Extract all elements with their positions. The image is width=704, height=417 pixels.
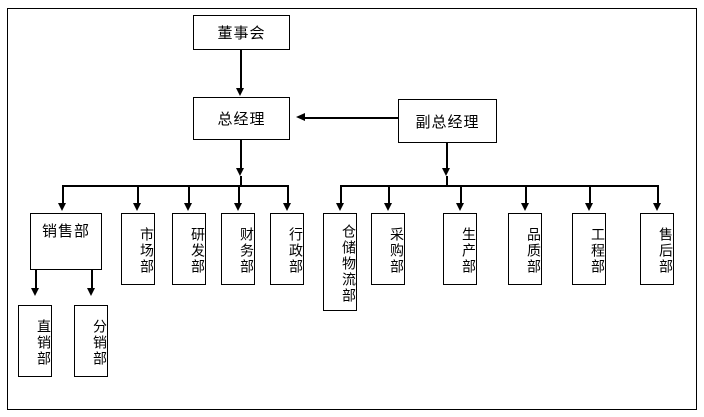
drop-market: [137, 185, 139, 205]
drop-production: [460, 185, 462, 205]
node-production-department[interactable]: 生产部: [443, 213, 477, 285]
node-aftersales-department[interactable]: 售后部: [640, 213, 674, 285]
node-rd-department[interactable]: 研发部: [172, 213, 206, 285]
drop-rd-arrow: [184, 203, 192, 211]
node-board[interactable]: 董事会: [193, 15, 290, 50]
edge-dgm-gm-arrow: [296, 113, 305, 121]
node-warehouse-logistics-department[interactable]: 仓储物流部: [323, 213, 357, 311]
edge-gm-bus-stem: [240, 176, 242, 186]
drop-distribution-arrow: [87, 288, 95, 296]
node-purchasing-department[interactable]: 采购部: [371, 213, 405, 285]
drop-sales-arrow: [58, 203, 66, 211]
node-distribution-department[interactable]: 分销部: [74, 305, 108, 377]
drop-engineering-arrow: [585, 203, 593, 211]
drop-sales: [62, 185, 64, 205]
node-sales-department[interactable]: 销售部: [30, 213, 102, 270]
drop-purchase-arrow: [384, 203, 392, 211]
drop-admin: [287, 185, 289, 205]
drop-aftersales-arrow: [653, 203, 661, 211]
node-general-manager[interactable]: 总经理: [193, 97, 290, 140]
node-deputy-general-manager[interactable]: 副总经理: [398, 99, 497, 143]
drop-quality-arrow: [521, 203, 529, 211]
drop-admin-arrow: [283, 203, 291, 211]
drop-direct-sales: [35, 270, 37, 290]
drop-quality: [525, 185, 527, 205]
drop-market-arrow: [133, 203, 141, 211]
edge-dgm-bus-stem: [446, 176, 448, 186]
drop-aftersales: [657, 185, 659, 205]
edge-board-gm-arrow: [236, 88, 244, 96]
edge-gm-bus-arrow: [236, 168, 244, 176]
drop-rd: [188, 185, 190, 205]
edge-dgm-bus-arrow: [442, 168, 450, 176]
node-quality-department[interactable]: 品质部: [508, 213, 542, 285]
drop-finance-arrow: [234, 203, 242, 211]
drop-warehouse-arrow: [336, 203, 344, 211]
drop-purchase: [388, 185, 390, 205]
node-finance-department[interactable]: 财务部: [221, 213, 255, 285]
node-admin-department[interactable]: 行政部: [270, 213, 304, 285]
node-marketing-department[interactable]: 市场部: [121, 213, 155, 285]
edge-dgm-gm-line: [305, 117, 398, 119]
edge-gm-bus-line: [240, 140, 242, 170]
drop-finance: [238, 185, 240, 205]
drop-production-arrow: [456, 203, 464, 211]
bus-left: [62, 185, 288, 187]
node-direct-sales-department[interactable]: 直销部: [18, 305, 52, 377]
node-engineering-department[interactable]: 工程部: [572, 213, 606, 285]
drop-warehouse: [340, 185, 342, 205]
edge-dgm-bus-line: [446, 143, 448, 171]
edge-board-gm-line: [240, 50, 242, 90]
diagram-border: [7, 8, 697, 410]
bus-right: [340, 185, 657, 187]
drop-distribution: [91, 270, 93, 290]
drop-direct-sales-arrow: [31, 288, 39, 296]
drop-engineering: [589, 185, 591, 205]
